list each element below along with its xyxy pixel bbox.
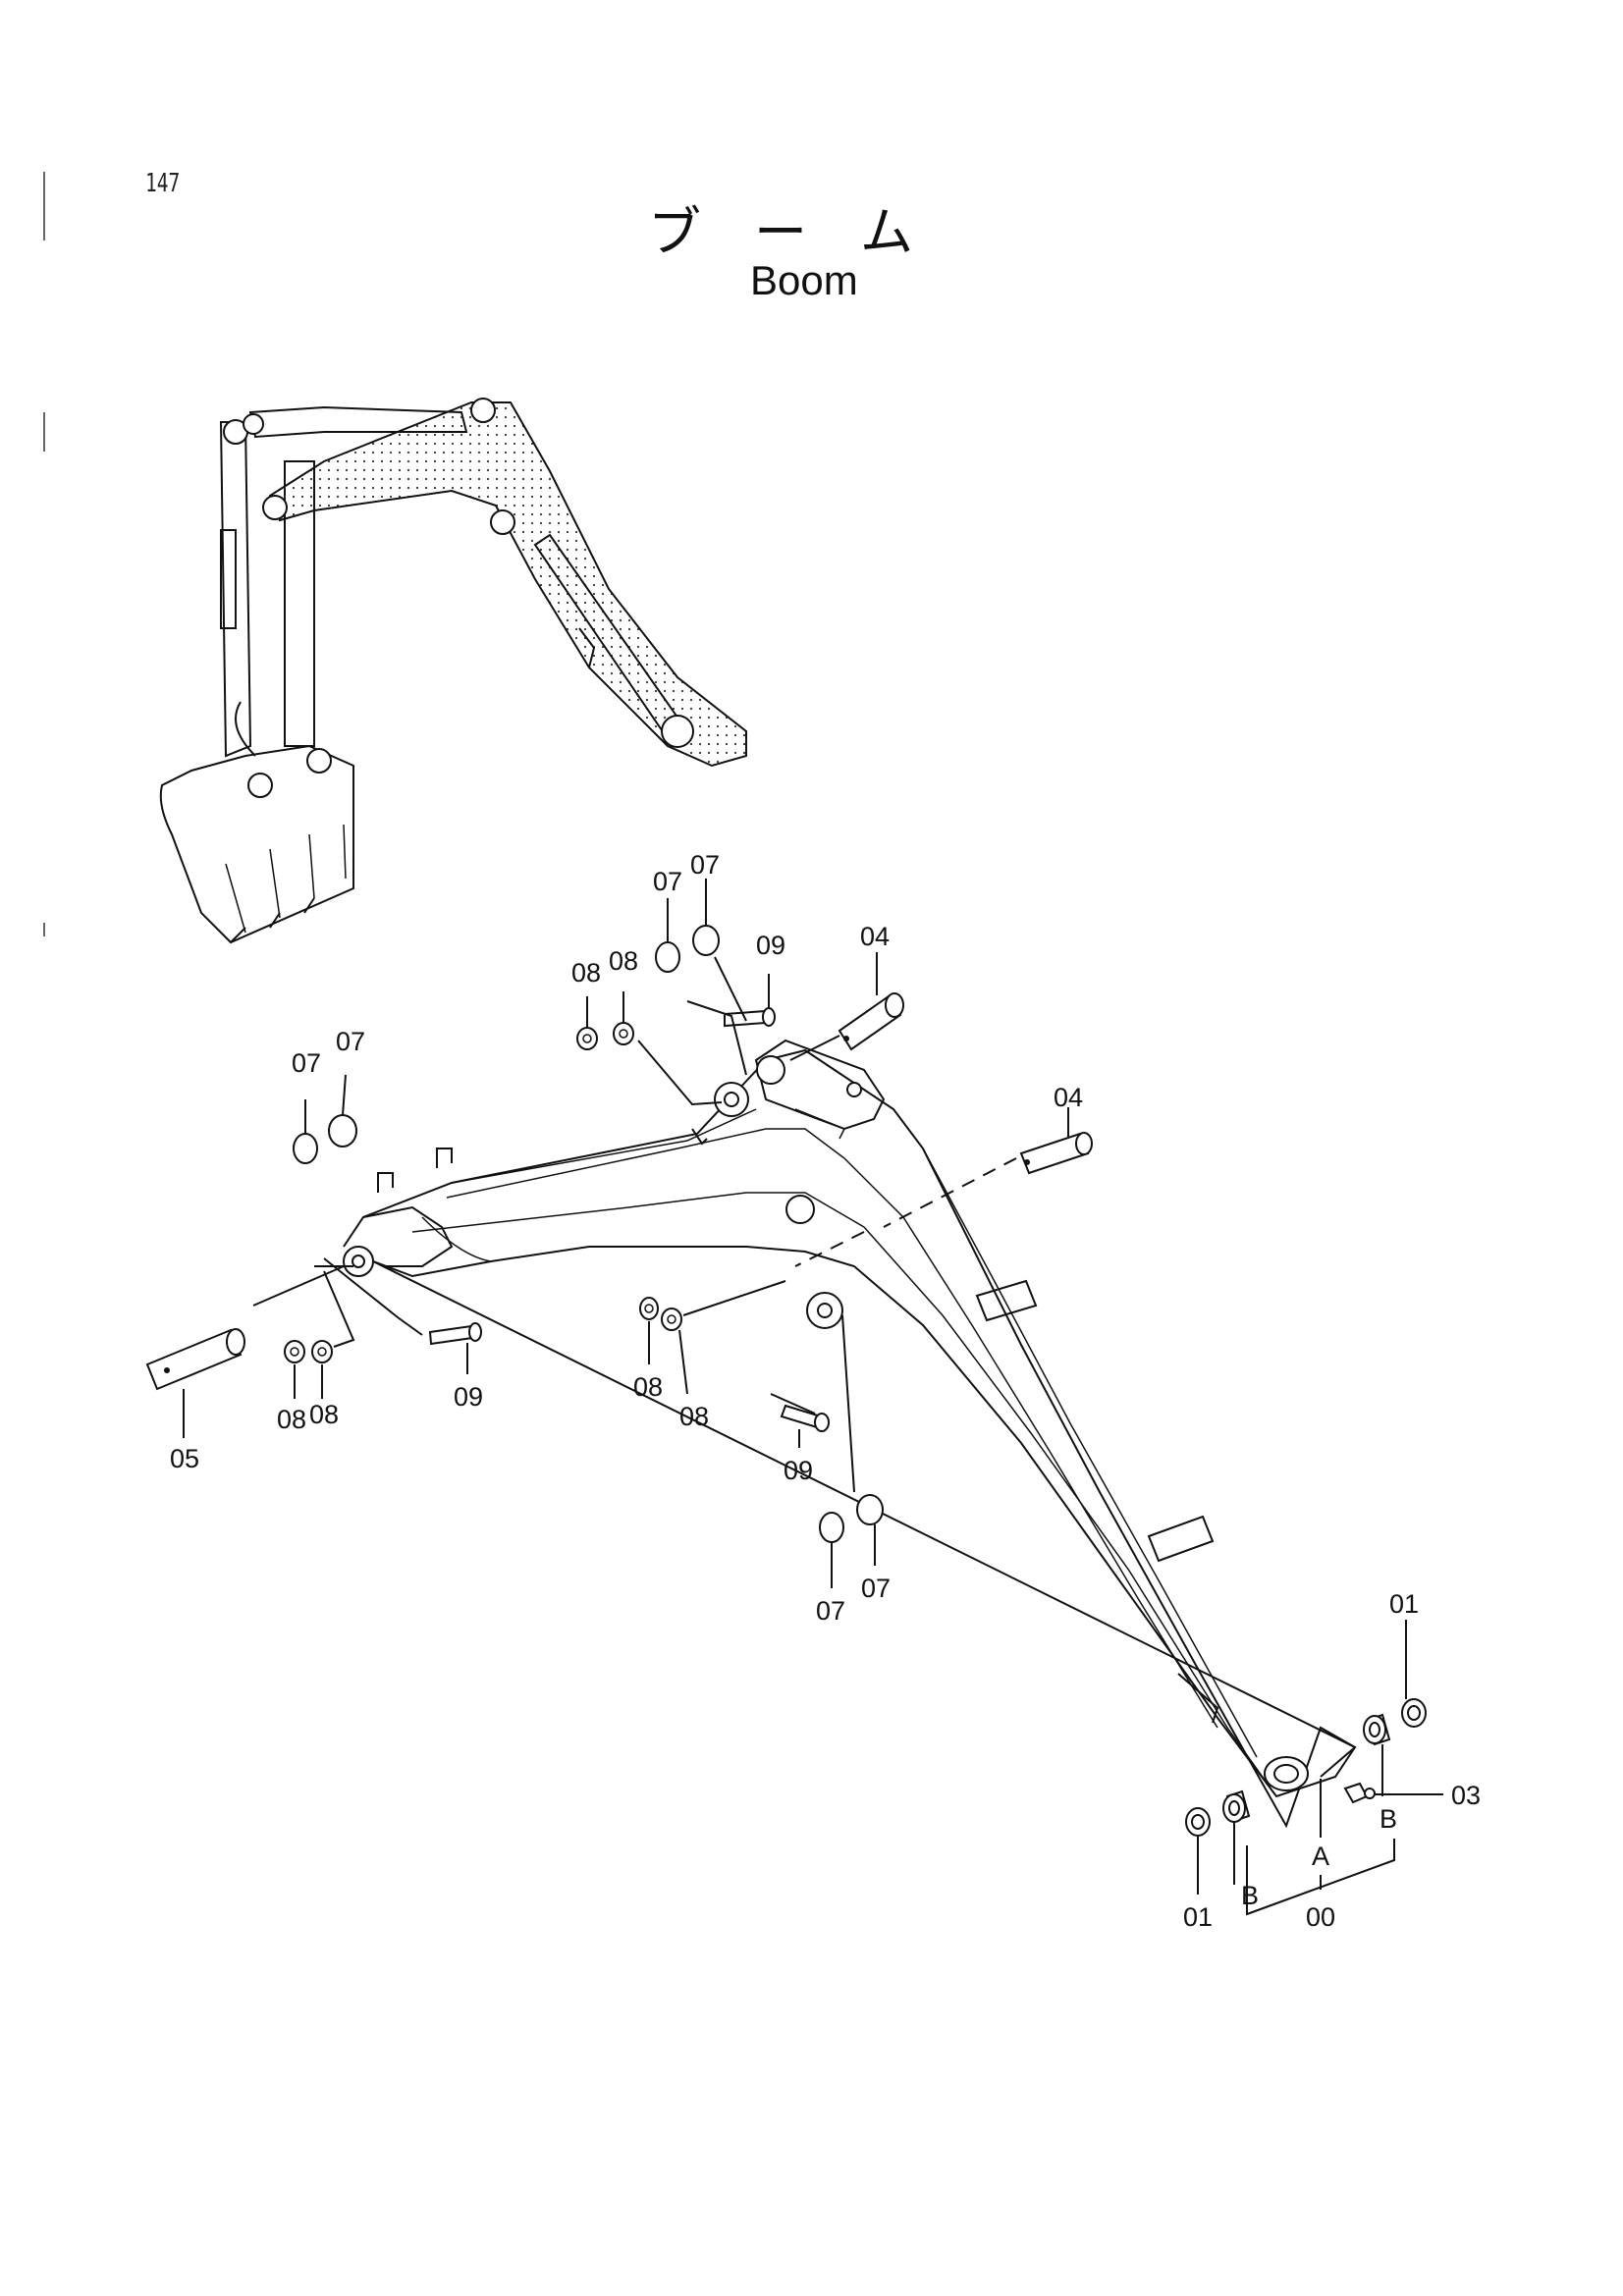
- callout-label: 09: [784, 1456, 813, 1485]
- callout-label: 03: [1451, 1781, 1481, 1810]
- loose-parts: [145, 925, 1427, 1837]
- washer-07: [293, 925, 884, 1543]
- bushing-and-seals: [1185, 1698, 1427, 1837]
- margin-rule: [43, 923, 45, 936]
- callout-label: 07: [690, 850, 720, 880]
- callout-label: 08: [277, 1405, 306, 1434]
- margin-rule: [43, 412, 45, 452]
- callout-label: 00: [1306, 1902, 1335, 1932]
- callout-label: 08: [309, 1400, 339, 1429]
- callout-label: 05: [170, 1444, 199, 1473]
- margin-rule: [43, 172, 45, 240]
- callout-label: 07: [653, 867, 682, 896]
- callout-label: 09: [756, 931, 785, 960]
- bolt-09: [428, 1007, 830, 1432]
- callout-label: 07: [336, 1027, 365, 1056]
- nut-08: [284, 1022, 682, 1363]
- callout-label: 04: [1054, 1083, 1083, 1112]
- callout-label: 07: [861, 1574, 891, 1603]
- callout-label: 08: [679, 1402, 709, 1431]
- page-number: 147: [145, 169, 181, 198]
- callout-label: 08: [571, 958, 601, 988]
- callout-label: 09: [454, 1382, 483, 1412]
- callout-label: 07: [816, 1596, 845, 1626]
- reference-letter: B: [1380, 1804, 1397, 1834]
- callout-label: 08: [609, 946, 638, 976]
- page-title-japanese: ブ ー ム: [648, 201, 913, 263]
- reference-letter: B: [1241, 1881, 1259, 1910]
- reference-letter: A: [1312, 1842, 1329, 1871]
- callout-label: 07: [292, 1048, 321, 1078]
- pin-05: [145, 1328, 245, 1391]
- callout-label: 04: [860, 922, 890, 951]
- callout-label: 08: [633, 1372, 663, 1402]
- callout-labels: 07 07 09 04 08 08 04 07 07 09 05 08 08 0…: [170, 850, 1481, 1932]
- excavator-front-overview: [159, 398, 747, 944]
- grease-fitting-03: [1343, 1782, 1376, 1804]
- page-title-english: Boom: [750, 257, 858, 303]
- callout-label: 01: [1183, 1902, 1213, 1932]
- pin-04-upper: [838, 992, 904, 1051]
- boom-body: [343, 1039, 1357, 1829]
- callout-label: 01: [1389, 1589, 1419, 1619]
- pin-04-middle: [1019, 1132, 1093, 1175]
- leader-lines: [183, 879, 1443, 1916]
